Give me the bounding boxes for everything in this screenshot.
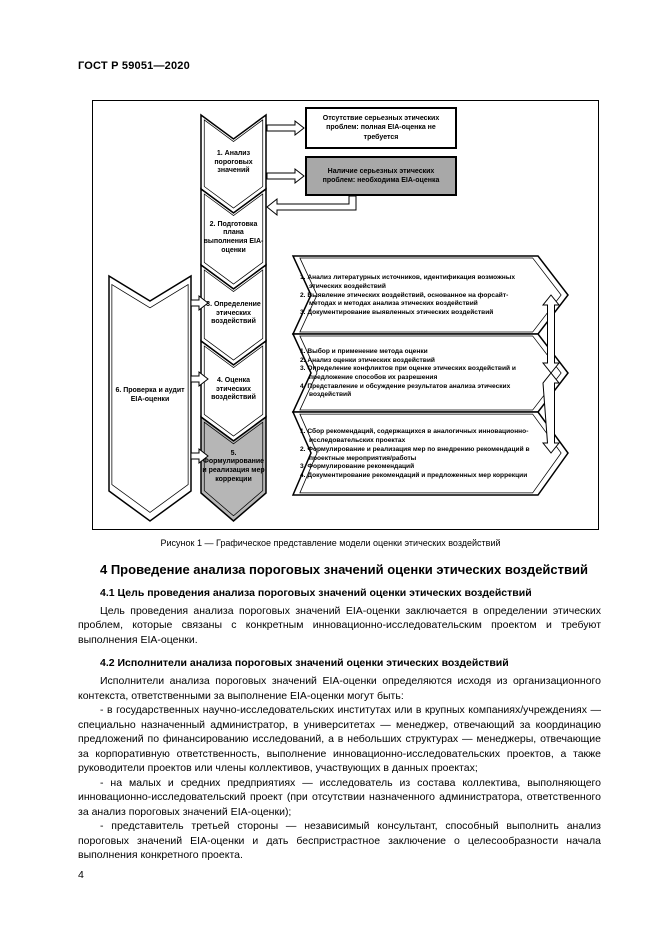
page-number: 4 [78, 869, 84, 881]
stage-2-label: 2. Подготовка плана выполнения EIA-оценк… [203, 220, 264, 254]
outcome-box-no-issues: Отсутствие серьезных этических проблем: … [305, 107, 457, 149]
section-4-2-title: 4.2 Исполнители анализа пороговых значен… [100, 657, 509, 670]
stage-5-label: 5. Формулирование и реализация мер корре… [202, 449, 265, 483]
detail-item: 1. Сбор рекомендаций, содержащихся в ана… [300, 428, 529, 445]
arrow-audit-to-stage3 [190, 294, 209, 312]
detail-item: 1. Анализ литературных источников, идент… [300, 274, 516, 290]
stage-1-label: 1. Анализ пороговых значений [214, 149, 253, 175]
document-code-header: ГОСТ Р 59051—2020 [78, 60, 190, 72]
section-4-title: 4 Проведение анализа пороговых значений … [100, 562, 588, 577]
detail-item: 2. Выявление этических воздействий, осно… [300, 291, 509, 308]
body-text: 4 Проведение анализа пороговых значений … [78, 562, 601, 863]
stage-6-label: 6. Проверка и аудит EIA-оценки [115, 387, 185, 403]
arrow-audit-to-stage4 [190, 370, 209, 388]
detail-item: 2. Анализ оценки этических воздействий [300, 356, 435, 364]
flow-diagram-shapes [108, 113, 569, 522]
outcome-box-issues: Наличие серьезных этических проблем: нео… [305, 156, 457, 196]
section-4-2-bullet-1: - в государственных научно-исследователь… [78, 704, 601, 775]
stage-4-label: 4. Оценка этических воздействий [211, 376, 256, 402]
detail-item: 4. Представление и обсуждение результато… [300, 382, 511, 399]
detail-list-evaluation: 1. Выбор и применение метода оценки 2. А… [300, 336, 532, 412]
arrow-banner2-banner3 [541, 372, 561, 454]
stage-6-chevron [108, 274, 192, 522]
arrow-audit-to-stage5 [190, 447, 209, 465]
detail-item: 3. Формулирование рекомендаций [300, 463, 415, 471]
arrow-stage1-to-issues [266, 167, 305, 185]
detail-item: 1. Выбор и применение метода оценки [300, 347, 428, 355]
detail-item: 3. Определение конфликтов при оценке эти… [300, 365, 516, 381]
detail-list-remedial: 1. Сбор рекомендаций, содержащихся в ана… [300, 414, 532, 495]
detail-list-identification: 1. Анализ литературных источников, идент… [300, 258, 532, 334]
figure-caption: Рисунок 1 — Графическое представление мо… [160, 538, 501, 548]
section-4-1-title: 4.1 Цель проведения анализа пороговых зн… [100, 587, 532, 599]
arrow-issues-to-stage2 [266, 195, 357, 217]
figure-1-diagram: Отсутствие серьезных этических проблем: … [92, 100, 599, 530]
stage-5-chevron [200, 415, 267, 522]
section-4-1-paragraph: Цель проведения анализа пороговых значен… [78, 605, 601, 646]
section-4-2-bullet-3: - представитель третьей стороны — незави… [78, 820, 601, 862]
section-4-2-intro: Исполнители анализа пороговых значений E… [78, 675, 601, 702]
detail-item: 4. Документирование рекомендаций и предл… [300, 471, 528, 479]
section-4-2-bullet-2: - на малых и средних предприятиях — иссл… [78, 776, 601, 818]
detail-banner-3 [291, 411, 569, 496]
arrow-stage1-to-no-issues [266, 119, 305, 137]
stage-3-label: 3. Определение этических воздействий [206, 300, 261, 326]
detail-item: 2. Формулирование и реализация мер по вн… [300, 445, 530, 462]
detail-item: 3. Документирование выявленных этических… [300, 309, 494, 317]
